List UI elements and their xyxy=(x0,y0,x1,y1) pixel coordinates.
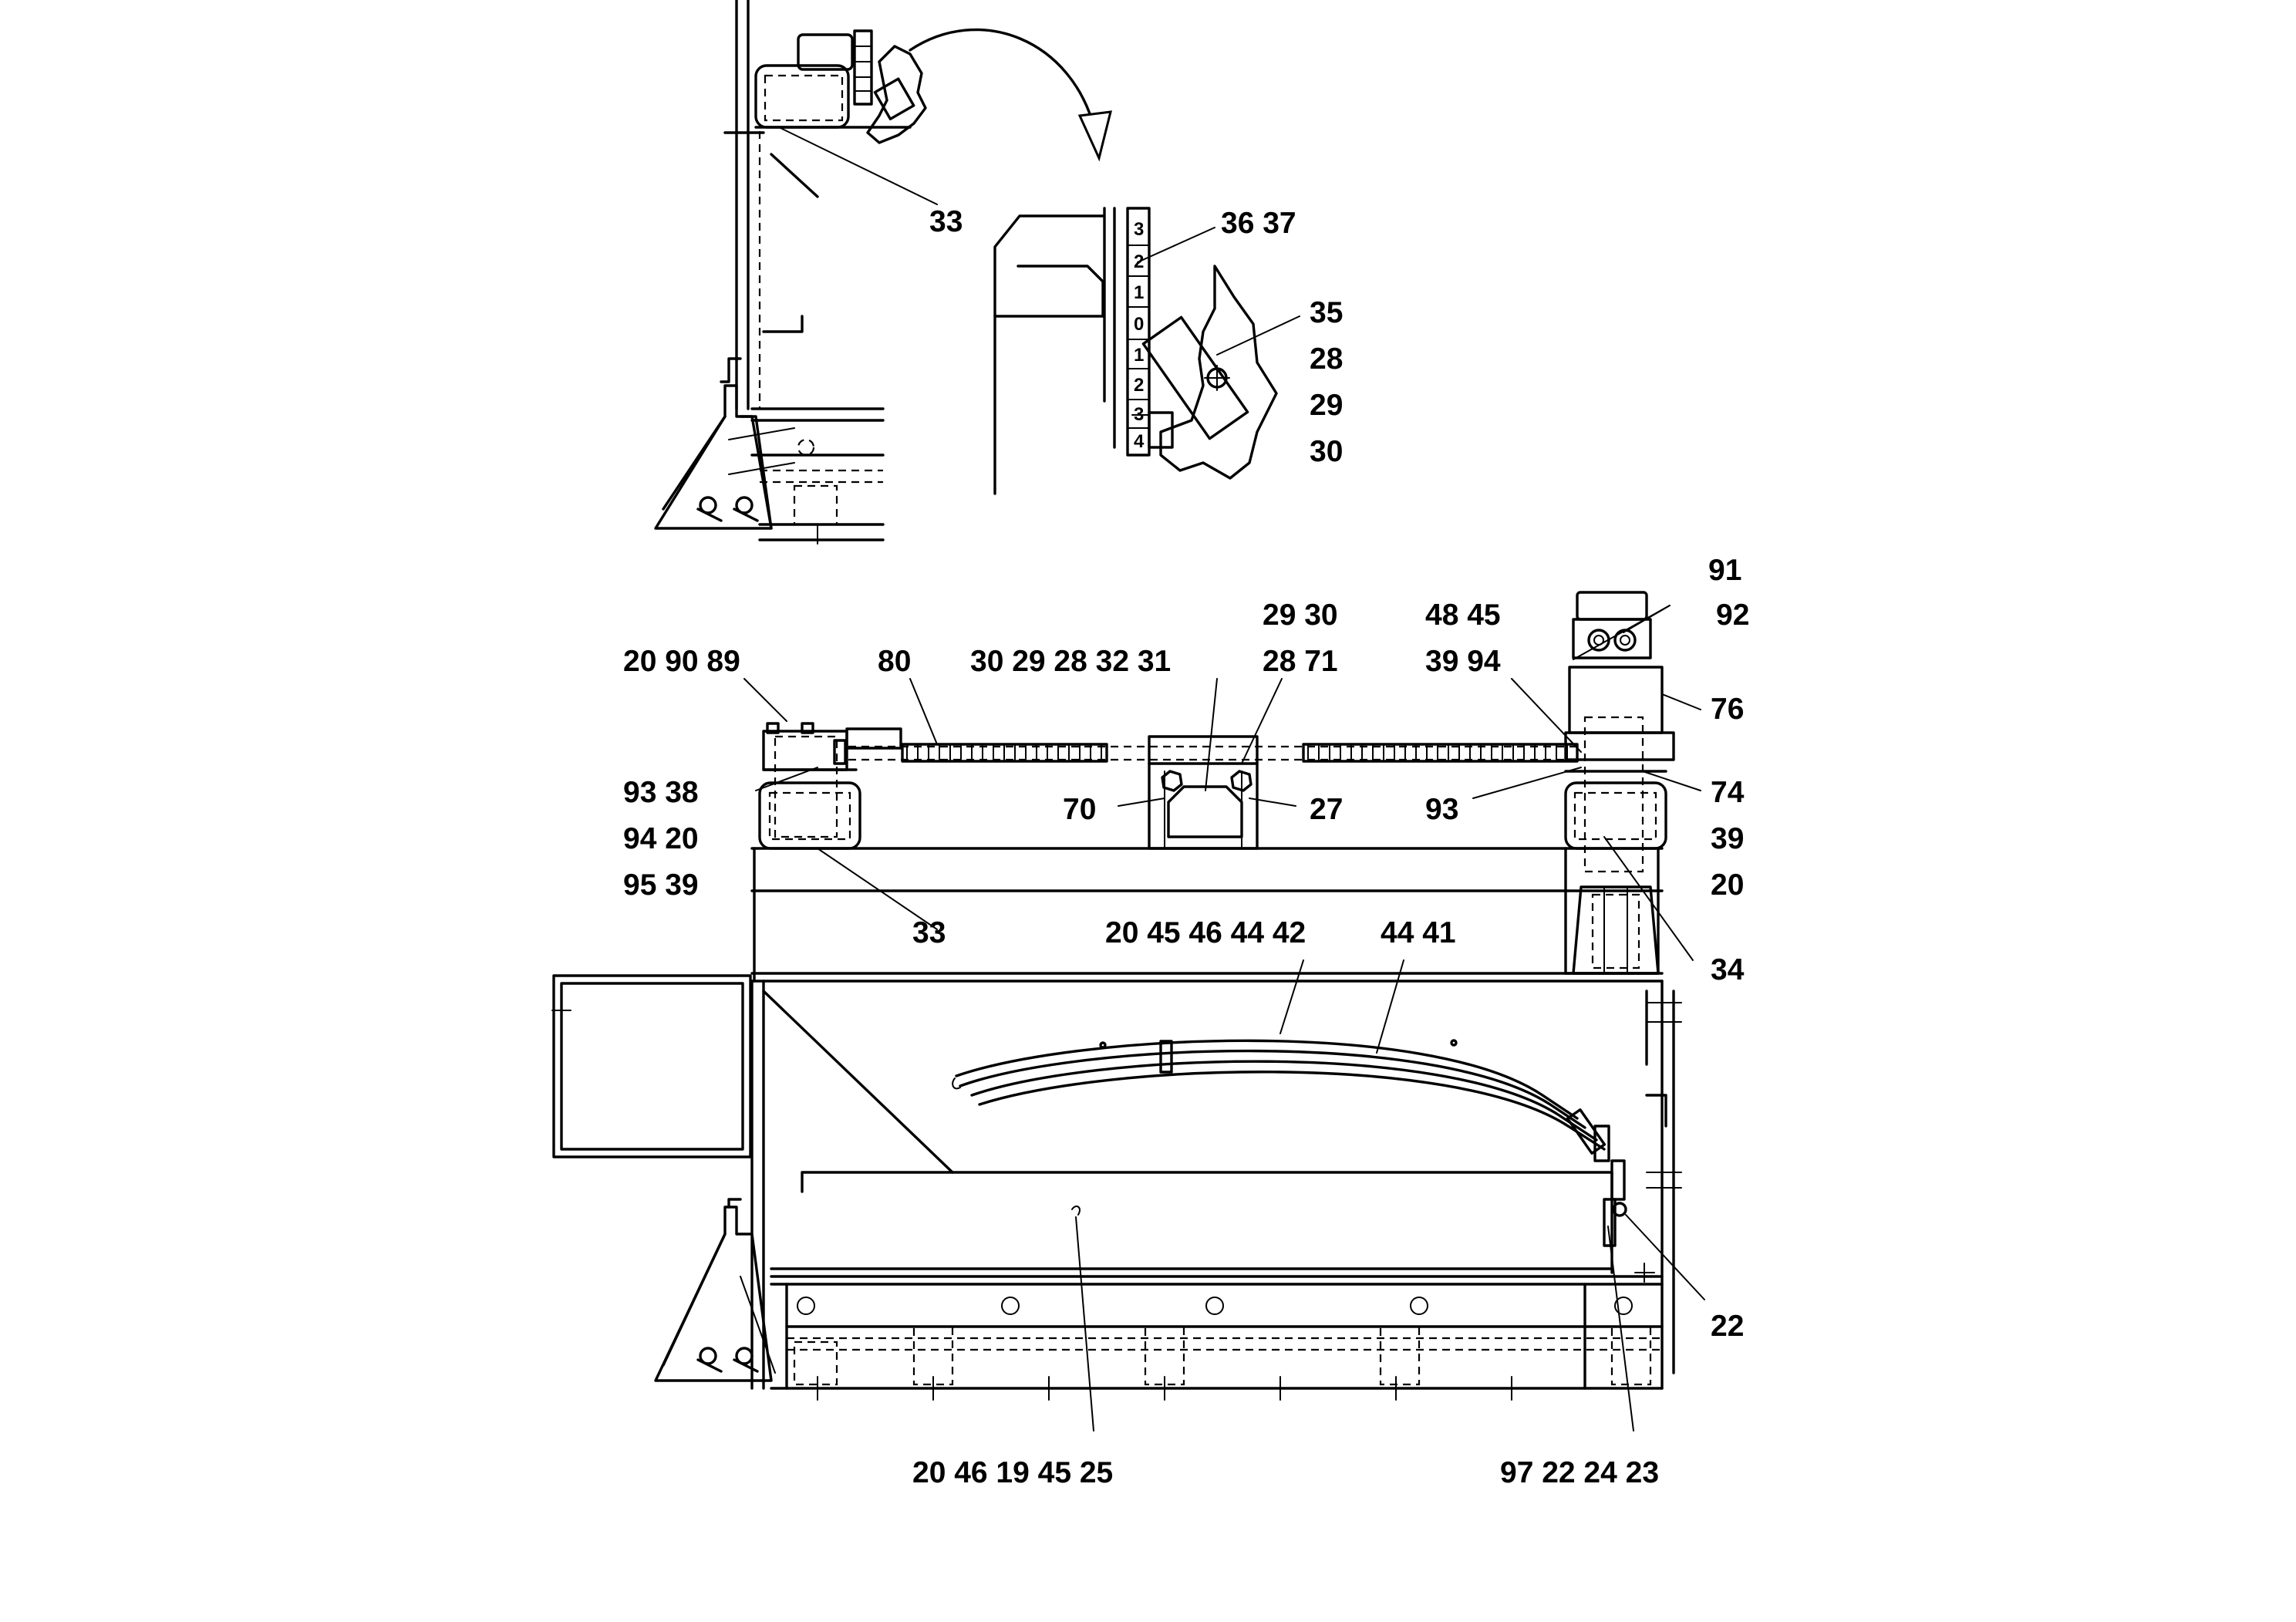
scale-mark: 0 xyxy=(1134,314,1144,335)
leader-93 xyxy=(1472,767,1582,799)
label-35: 35 xyxy=(1310,296,1343,329)
bolt-icon xyxy=(696,496,759,522)
leader-80 xyxy=(909,678,938,745)
leader-36-37 xyxy=(1137,227,1215,263)
label-70: 70 xyxy=(1063,793,1096,826)
label-20: 20 xyxy=(1711,868,1744,902)
leader-35 xyxy=(1216,315,1300,356)
label-28: 28 xyxy=(1310,342,1343,376)
label-39-94: 39 94 xyxy=(1425,645,1501,678)
leader-22 xyxy=(1625,1214,1705,1300)
leader-32-31 xyxy=(1205,678,1218,791)
mounting-hole xyxy=(797,1297,815,1315)
scale-mark: 1 xyxy=(1134,345,1144,366)
mounting-hole xyxy=(1410,1297,1428,1315)
bolt-icon xyxy=(696,1347,759,1373)
leader-33-top xyxy=(778,126,938,205)
leader-70 xyxy=(1118,798,1165,807)
leader-33-mid xyxy=(817,848,938,930)
chain-right xyxy=(1302,743,1579,763)
label-33-top: 33 xyxy=(929,205,963,238)
label-80: 80 xyxy=(878,645,911,678)
mounting-hole xyxy=(1001,1297,1020,1315)
leader-25 xyxy=(1075,1216,1094,1431)
leader-93-38 xyxy=(755,767,818,791)
callout-labels: 33 36 37 35 28 29 30 91 92 29 30 48 45 2… xyxy=(623,205,1749,1489)
mounting-hole xyxy=(1614,1297,1633,1315)
leader-42 xyxy=(1279,959,1304,1034)
label-29: 29 xyxy=(1310,389,1343,422)
leader-74 xyxy=(1642,771,1701,791)
leader-91-b xyxy=(1623,605,1671,633)
leader-34 xyxy=(1603,836,1694,961)
label-93-38: 93 38 xyxy=(623,776,699,809)
label-39: 39 xyxy=(1711,822,1744,855)
scale-mark: 3 xyxy=(1134,219,1144,240)
label-76: 76 xyxy=(1711,693,1744,726)
label-93: 93 xyxy=(1425,793,1458,826)
label-95-39: 95 39 xyxy=(623,868,699,902)
leader-76 xyxy=(1661,693,1701,710)
label-74: 74 xyxy=(1711,776,1745,809)
label-20-90-89: 20 90 89 xyxy=(623,645,740,678)
label-20-46-19-45-25: 20 46 19 45 25 xyxy=(912,1456,1113,1489)
label-28-71: 28 71 xyxy=(1263,645,1338,678)
label-22: 22 xyxy=(1711,1310,1744,1343)
leader-27 xyxy=(1249,798,1296,807)
leader-41 xyxy=(1376,959,1404,1054)
leader-39-94 xyxy=(1511,678,1582,753)
label-44-41: 44 41 xyxy=(1381,916,1456,949)
nut-icon xyxy=(1161,770,1253,792)
label-30: 30 xyxy=(1310,435,1343,468)
label-29-30: 29 30 xyxy=(1263,599,1338,632)
scale-mark: 4 xyxy=(1134,431,1145,452)
label-36-37: 36 37 xyxy=(1221,207,1296,240)
label-27: 27 xyxy=(1310,793,1343,826)
label-33-mid: 33 xyxy=(912,916,946,949)
main-assembly-view xyxy=(551,591,1705,1431)
leader-23 xyxy=(1607,1226,1634,1431)
label-92: 92 xyxy=(1716,599,1749,632)
top-detail-view xyxy=(654,0,1112,545)
leader-28-71 xyxy=(1241,678,1283,764)
label-30-29-28-32-31: 30 29 28 32 31 xyxy=(970,645,1171,678)
mounting-hole xyxy=(1205,1297,1224,1315)
label-48-45: 48 45 xyxy=(1425,599,1501,632)
scale-mark: 1 xyxy=(1134,282,1144,303)
scale-mark: 2 xyxy=(1134,375,1144,396)
scale-detail: 3 2 1 0 1 2 3 4 xyxy=(993,207,1300,495)
label-94-20: 94 20 xyxy=(623,822,699,855)
label-91: 91 xyxy=(1708,554,1741,587)
label-97-22-24-23: 97 22 24 23 xyxy=(1500,1456,1659,1489)
hose-fitting-icon xyxy=(1566,1108,1627,1247)
leader-20-90-89 xyxy=(743,678,787,722)
label-20-45-46-44-42: 20 45 46 44 42 xyxy=(1105,916,1306,949)
label-34: 34 xyxy=(1711,953,1745,986)
